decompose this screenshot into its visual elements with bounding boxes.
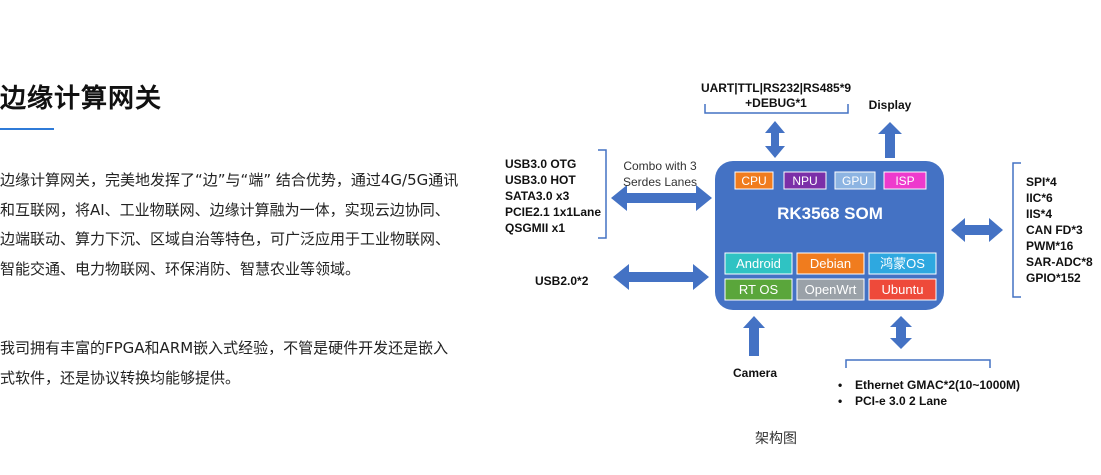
os-tile-4-label: OpenWrt <box>805 282 857 297</box>
io-item-iis: IIS*4 <box>1026 207 1052 221</box>
os-tile-2: 鸿蒙OS <box>868 252 937 275</box>
network-double-arrow <box>890 316 912 349</box>
high-speed-bracket <box>598 149 607 239</box>
display-label: Display <box>869 98 912 112</box>
combo-note-line2: Serdes Lanes <box>623 175 697 189</box>
chip-cpu-label: CPU <box>741 174 766 188</box>
serial-label-line2: +DEBUG*1 <box>745 96 807 110</box>
os-tile-1-label: Debian <box>810 256 851 271</box>
os-tile-3-bg <box>724 278 793 301</box>
diagram-caption: 架构图 <box>755 431 797 447</box>
arrows <box>611 121 1003 356</box>
os-tile-1-bg <box>796 252 865 275</box>
chip-npu-label: NPU <box>792 174 817 188</box>
intro-paragraph: 边缘计算网关，完美地发挥了“边”与“端” 结合优势，通过4G/5G通讯和互联网，… <box>0 171 459 278</box>
os-tile-3: RT OS <box>724 278 793 301</box>
chip-isp: ISP <box>883 171 927 190</box>
io-item-can: CAN FD*3 <box>1026 223 1083 237</box>
capability-paragraph: 我司拥有丰富的FPGA和ARM嵌入式经验，不管是硬件开发还是嵌入式软件，还是协议… <box>0 339 449 387</box>
display-up-arrow <box>878 122 902 158</box>
serial-bracket <box>704 104 849 114</box>
hs-item-sata: SATA3.0 x3 <box>505 189 570 203</box>
io-bracket <box>1012 162 1021 298</box>
camera-label: Camera <box>733 366 777 380</box>
title-underline <box>0 128 54 130</box>
hs-item-qsgmii: QSGMII x1 <box>505 221 565 235</box>
net-item-pcie: PCI-e 3.0 2 Lane <box>855 394 947 408</box>
serial-label-line1: UART|TTL|RS232|RS485*9 <box>701 81 851 95</box>
os-tile-0-bg <box>724 252 793 275</box>
usb2-double-arrow <box>613 264 709 290</box>
os-tile-5: Ubuntu <box>868 278 937 301</box>
io-item-gpio: GPIO*152 <box>1026 271 1081 285</box>
high-speed-double-arrow <box>611 185 712 211</box>
chip-cpu: CPU <box>734 171 774 190</box>
os-tile-5-bg <box>868 278 937 301</box>
soc-title: RK3568 SOM <box>777 204 883 223</box>
chip-cpu-bg <box>734 171 774 190</box>
usb2-label: USB2.0*2 <box>535 274 589 288</box>
camera-up-arrow <box>743 316 765 356</box>
io-double-arrow <box>951 218 1003 242</box>
net-item-ethernet: Ethernet GMAC*2(10~1000M) <box>855 378 1020 392</box>
os-tile-4: OpenWrt <box>796 278 865 301</box>
io-item-adc: SAR-ADC*8 <box>1026 255 1093 269</box>
os-tile-0-label: Android <box>736 256 781 271</box>
os-tile-4-bg <box>796 278 865 301</box>
chip-npu: NPU <box>783 171 827 190</box>
hs-item-usb3-otg: USB3.0 OTG <box>505 157 576 171</box>
os-tile-2-bg <box>868 252 937 275</box>
os-tile-2-label: 鸿蒙OS <box>880 256 925 271</box>
high-speed-list: USB3.0 OTG USB3.0 HOT SATA3.0 x3 PCIE2.1… <box>505 157 601 235</box>
os-tile-5-label: Ubuntu <box>882 282 924 297</box>
io-list: SPI*4 IIC*6 IIS*4 CAN FD*3 PWM*16 SAR-AD… <box>1026 175 1093 285</box>
architecture-diagram: CPU NPU GPU ISP RK3568 SOM Android Debian 鸿蒙O… <box>505 81 1093 408</box>
network-list: • Ethernet GMAC*2(10~1000M) • PCI-e 3.0 … <box>838 378 1020 408</box>
hs-item-pcie: PCIE2.1 1x1Lane <box>505 205 601 219</box>
chip-isp-bg <box>883 171 927 190</box>
os-tile-3-label: RT OS <box>739 282 779 297</box>
net-bullet-2: • <box>838 394 842 408</box>
io-item-pwm: PWM*16 <box>1026 239 1074 253</box>
page-title: 边缘计算网关 <box>0 84 163 114</box>
chip-npu-bg <box>783 171 827 190</box>
combo-note-line1: Combo with 3 <box>623 159 697 173</box>
chip-gpu-bg <box>834 171 876 190</box>
io-item-iic: IIC*6 <box>1026 191 1053 205</box>
brackets <box>598 104 1021 368</box>
net-bullet-1: • <box>838 378 842 392</box>
io-item-spi: SPI*4 <box>1026 175 1057 189</box>
network-bracket <box>845 359 991 368</box>
os-tile-0: Android <box>724 252 793 275</box>
hs-item-usb3-host: USB3.0 HOT <box>505 173 576 187</box>
chip-isp-label: ISP <box>895 174 914 188</box>
os-tile-1: Debian <box>796 252 865 275</box>
serial-double-arrow <box>765 121 785 158</box>
chip-gpu: GPU <box>834 171 876 190</box>
chip-gpu-label: GPU <box>842 174 868 188</box>
